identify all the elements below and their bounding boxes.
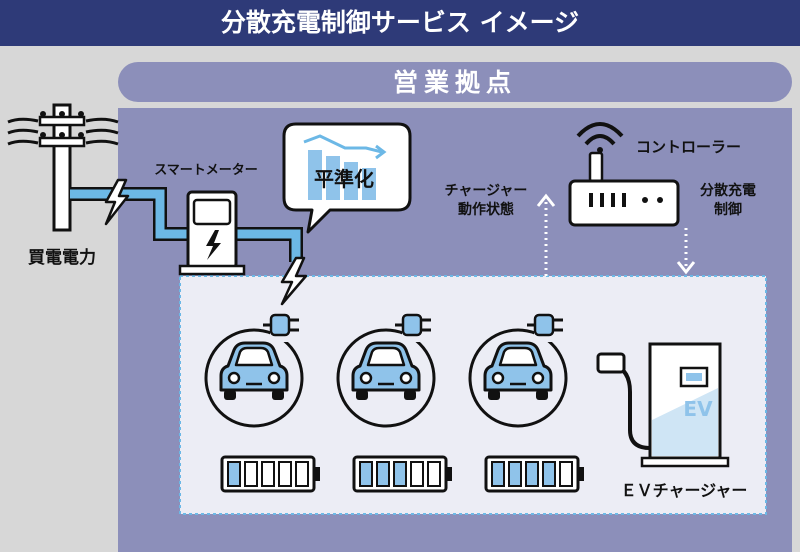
charger-panel-text: EV: [683, 397, 713, 421]
distributed-control-label-1: 分散充電: [700, 182, 756, 199]
battery-icon: [220, 455, 320, 493]
controller-label: コントローラー: [636, 138, 741, 156]
ev-car-3: [468, 328, 568, 428]
lightning-icon: [104, 178, 130, 226]
router-icon: [568, 122, 680, 227]
ev-charger-label: ＥＶチャージャー: [621, 481, 748, 500]
site-label: 営業拠点: [393, 68, 517, 97]
distributed-control-label-2: 制御: [714, 201, 742, 218]
utility-pole-icon: [7, 103, 119, 232]
charger-status-label-1: チャージャー: [445, 183, 528, 199]
smart-meter-icon: [178, 190, 246, 276]
battery-icon: [484, 455, 584, 493]
smart-meter-label: スマートメーター: [154, 163, 258, 178]
title-bar: [0, 0, 800, 46]
ev-charger-icon: [596, 342, 730, 468]
diagram-title: 分散充電制御サービス イメージ: [221, 8, 579, 37]
lightning-icon: [280, 256, 308, 306]
control-arrow-down: [676, 228, 696, 275]
battery-icon: [352, 455, 452, 493]
site-header: [118, 62, 792, 102]
power-wire: [70, 189, 301, 262]
ev-car-1: [204, 328, 304, 428]
status-arrow-up: [536, 193, 556, 276]
charger-status-label-2: 動作状態: [458, 201, 514, 218]
grid-power-label: 買電電力: [28, 247, 96, 268]
speech-bubble-icon: [282, 122, 412, 234]
ev-car-2: [336, 328, 436, 428]
leveling-label: 平準化: [314, 167, 374, 191]
